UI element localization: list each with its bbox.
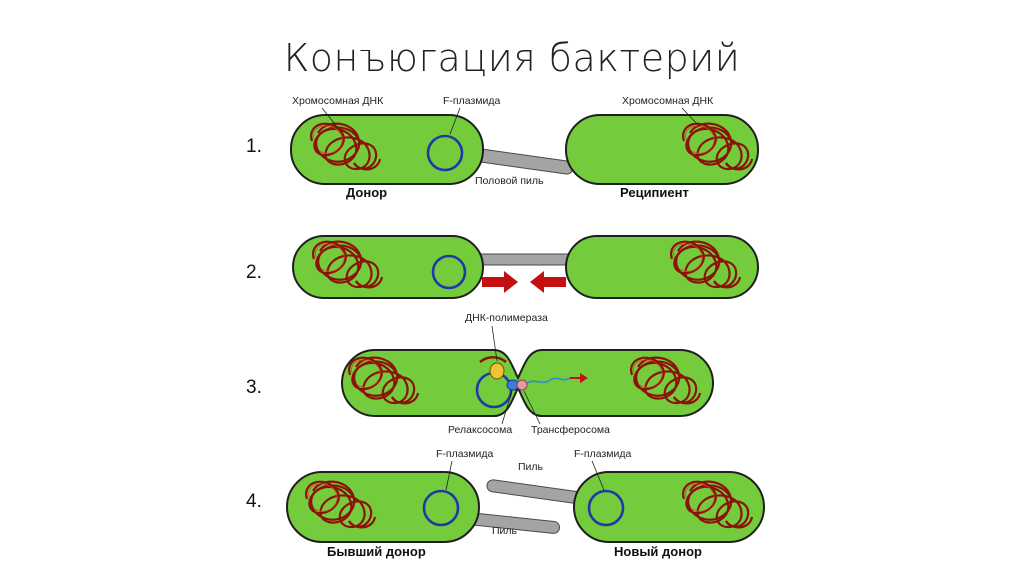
f-plasmid-2 bbox=[431, 254, 467, 290]
relaxosome-leader bbox=[501, 390, 513, 425]
f-plasmid-label: F-плазмида bbox=[443, 95, 500, 107]
pilus-new-donor bbox=[486, 479, 587, 505]
transfer-arrow bbox=[570, 373, 588, 383]
step-number-1: 1. bbox=[246, 136, 262, 157]
f-plasmid bbox=[426, 134, 464, 172]
f-plasmid-leader-right bbox=[591, 460, 605, 491]
arrow-left bbox=[530, 271, 566, 293]
f-plasmid-label-right: F-плазмида bbox=[574, 448, 631, 460]
transferosome-label: Трансферосома bbox=[531, 424, 610, 436]
step-number-3: 3. bbox=[246, 377, 262, 398]
relaxosome-label: Релаксосома bbox=[448, 424, 512, 436]
f-plasmid-former bbox=[422, 489, 460, 527]
step-number-2: 2. bbox=[246, 262, 262, 283]
chromosome-label-right: Хромосомная ДНК bbox=[622, 95, 714, 107]
pilus-top-label: Пиль bbox=[518, 461, 544, 473]
f-plasmid-new bbox=[587, 489, 625, 527]
polymerase-arc bbox=[479, 355, 507, 364]
new-donor-cell bbox=[573, 471, 765, 543]
f-plasmid-label-left: F-плазмида bbox=[436, 448, 493, 460]
sex-pilus-label: Половой пиль bbox=[475, 175, 544, 187]
dna-polymerase-leader bbox=[491, 325, 498, 362]
f-plasmid-leader bbox=[449, 107, 461, 135]
former-donor-label: Бывший донор bbox=[327, 544, 426, 559]
pilus-bridge bbox=[471, 253, 573, 266]
dna-polymerase bbox=[489, 362, 505, 380]
arrow-right bbox=[482, 271, 518, 293]
chromosome-leader-left bbox=[321, 107, 339, 129]
chromosome-label-left: Хромосомная ДНК bbox=[292, 95, 384, 107]
transferred-strand bbox=[526, 377, 571, 384]
page-title: Конъюгация бактерий bbox=[283, 36, 741, 80]
transferosome-leader bbox=[523, 390, 541, 425]
donor-label: Донор bbox=[346, 185, 387, 200]
chromosome-leader-right bbox=[681, 107, 701, 128]
new-donor-label: Новый донор bbox=[614, 544, 702, 559]
recipient-cell bbox=[565, 114, 759, 185]
pilus-bottom-label: Пиль bbox=[492, 525, 518, 537]
dna-polymerase-label: ДНК-полимераза bbox=[465, 312, 548, 324]
sex-pilus bbox=[473, 148, 574, 175]
step-number-4: 4. bbox=[246, 491, 262, 512]
recipient-label: Реципиент bbox=[620, 185, 689, 200]
f-plasmid-leader-left bbox=[445, 460, 453, 491]
transferosome-protein bbox=[516, 379, 528, 391]
